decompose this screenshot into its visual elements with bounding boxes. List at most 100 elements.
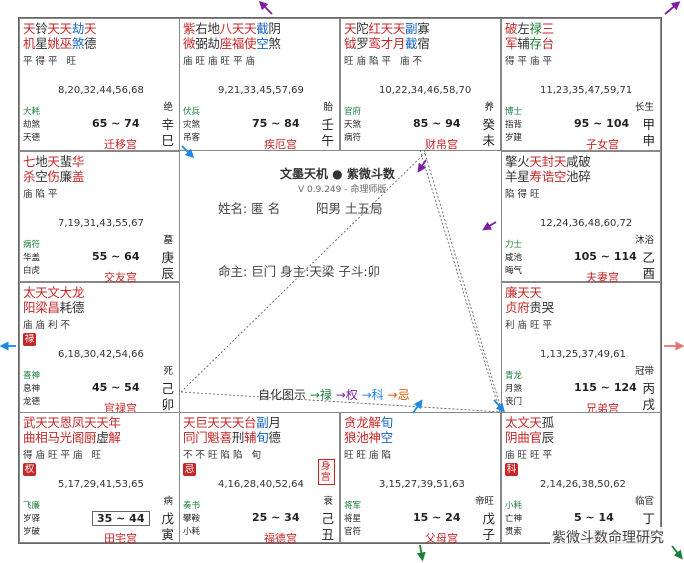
brightness-row: 不不旺陷陷 旬 bbox=[183, 450, 265, 461]
star-char: 武 bbox=[23, 415, 36, 430]
god-g1: 官府 bbox=[344, 107, 362, 117]
star-char: 鸾 bbox=[368, 36, 381, 51]
heavenly-stem: 戊 bbox=[482, 511, 495, 526]
star-char: 姚 bbox=[47, 36, 60, 51]
age-numbers: 1,13,25,37,49,61 bbox=[540, 349, 626, 360]
brightness-row: 旺庙陷平 庙不 bbox=[344, 56, 426, 67]
star-char: 解 bbox=[368, 415, 381, 430]
sihua-mark: 禄 bbox=[23, 333, 36, 346]
star-char: 巫 bbox=[59, 36, 73, 51]
star-char: 哭 bbox=[541, 300, 555, 315]
star-char: 铃 bbox=[35, 21, 48, 36]
earthly-branch: 午 bbox=[321, 133, 334, 148]
star-char: 天 bbox=[231, 415, 245, 430]
star-char: 阴 bbox=[505, 430, 518, 445]
star-char: 机 bbox=[23, 36, 36, 51]
legend-ji: →忌 bbox=[387, 388, 410, 402]
brightness-row: 利庙旺平 bbox=[505, 320, 556, 331]
star-char: 煞 bbox=[71, 36, 85, 51]
star-row-top: 武天天恩凤天天年 bbox=[23, 415, 121, 430]
palace-name: 父母宫 bbox=[425, 532, 458, 545]
gods-list: 将军将星官符 bbox=[344, 500, 361, 539]
sihua-badge: 禄 bbox=[23, 330, 36, 346]
gods-list: 病符华盖白虎 bbox=[23, 239, 40, 278]
star-char: 八 bbox=[219, 21, 233, 36]
star-char: 星 bbox=[35, 36, 48, 51]
brightness-row: 庙庙利不 bbox=[23, 320, 74, 331]
star-char: 火 bbox=[517, 154, 530, 169]
god-g2: 灾煞 bbox=[183, 120, 201, 130]
star-char: 曲 bbox=[517, 430, 530, 445]
star-char: 恩 bbox=[59, 415, 73, 430]
brightness-row: 庙旺旺平 bbox=[505, 450, 556, 461]
star-char: 使 bbox=[244, 36, 257, 51]
star-char: 截 bbox=[256, 21, 269, 36]
star-char: 天 bbox=[529, 285, 542, 300]
legend-quan: →权 bbox=[335, 388, 358, 402]
star-char: 耗 bbox=[59, 300, 73, 315]
palace-name: 夫妻宫 bbox=[586, 271, 619, 284]
god-g1: 病符 bbox=[23, 240, 41, 250]
palace-name: 田宅宫 bbox=[104, 532, 137, 545]
star-char: 魁 bbox=[207, 430, 220, 445]
star-row-top: 天陀红天天副寡 bbox=[344, 21, 430, 36]
palace-name: 兄弟宫 bbox=[586, 402, 619, 415]
star-char: 空 bbox=[380, 430, 394, 445]
star-char: 天 bbox=[59, 21, 73, 36]
gender-element-info: 阳男 土五局 bbox=[316, 201, 383, 216]
heavenly-stem: 丙 bbox=[642, 381, 655, 396]
earthly-branch: 未 bbox=[482, 133, 495, 148]
brightness-row: 庙旺庙旺平庙 bbox=[183, 56, 259, 67]
star-char: 厨 bbox=[84, 430, 97, 445]
star-char: 虚 bbox=[96, 430, 109, 445]
earthly-branch: 子 bbox=[482, 527, 495, 542]
star-char: 天 bbox=[47, 21, 60, 36]
star-char: 贞 bbox=[505, 300, 518, 315]
star-row-top: 擎火天封天咸破 bbox=[505, 154, 591, 169]
star-char: 红 bbox=[368, 21, 381, 36]
star-char: 存 bbox=[529, 36, 542, 51]
star-char: 寿 bbox=[529, 169, 542, 184]
star-char: 太 bbox=[505, 415, 518, 430]
decade-range: 85 ~ 94 bbox=[413, 117, 461, 130]
star-char: 左 bbox=[517, 21, 530, 36]
star-char: 破 bbox=[578, 154, 591, 169]
brightness-row: 得平庙平 bbox=[505, 56, 556, 67]
star-char: 空 bbox=[553, 169, 567, 184]
heavenly-stem: 癸 bbox=[482, 117, 495, 132]
name-info: 姓名: 匿 名 bbox=[218, 201, 281, 216]
star-char: 池 bbox=[566, 169, 579, 184]
star-char: 辅 bbox=[517, 36, 530, 51]
age-numbers: 6,18,30,42,54,66 bbox=[58, 349, 144, 360]
star-char: 梁 bbox=[35, 300, 48, 315]
god-g3: 吊客 bbox=[183, 133, 201, 143]
star-row-bottom: 阳梁昌耗德 bbox=[23, 300, 84, 315]
master-star-info: 命主: 巨门 身主:天梁 子斗:卯 bbox=[218, 264, 381, 279]
god-g2: 月煞 bbox=[505, 384, 523, 394]
life-stage: 病 bbox=[163, 496, 173, 507]
god-g1: 喜神 bbox=[23, 371, 41, 381]
star-char: 三 bbox=[541, 21, 555, 36]
life-stage: 衰 bbox=[323, 496, 333, 507]
decade-range: 55 ~ 64 bbox=[92, 250, 140, 263]
earthly-branch: 酉 bbox=[642, 266, 655, 281]
star-char: 蜚 bbox=[59, 154, 73, 169]
star-char: 天 bbox=[47, 154, 60, 169]
star-char: 地 bbox=[35, 154, 48, 169]
star-char: 阁 bbox=[71, 430, 85, 445]
brightness-row: 陷得旺 bbox=[505, 189, 543, 200]
star-char: 禄 bbox=[529, 21, 542, 36]
god-g3: 天德 bbox=[23, 133, 41, 143]
